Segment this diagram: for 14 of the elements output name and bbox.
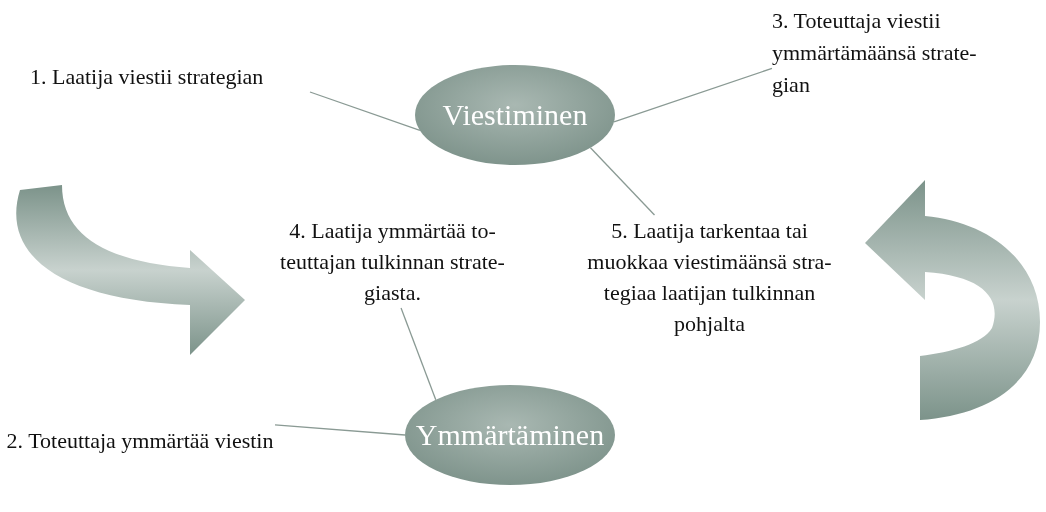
ellipse-node (405, 385, 615, 485)
leader-line (274, 424, 406, 436)
leader-line (309, 91, 421, 132)
node-label: Viestiminen (442, 98, 588, 132)
step-text: 3. Toteuttaja viestii ymmärtämäänsä strate- gian (772, 7, 978, 99)
leader-line (589, 147, 656, 216)
step-text: 5. Laatija tarkentaa tai muokkaa viestimäänsä stra- tegiaa laatijan tulkinnan pohjalta (586, 217, 833, 338)
node-label: Ymmärtäminen (415, 418, 605, 452)
ellipse-node (415, 65, 615, 165)
step-text: 4. Laatija ymmärtää to- teuttajan tulkinnan strate- giasta. (279, 217, 506, 307)
leader-line (613, 67, 773, 123)
step-text: 1. Laatija viestii strategian (30, 63, 265, 91)
step-text: 2. Toteuttaja ymmärtää viestin (5, 427, 275, 455)
leader-line (400, 307, 437, 401)
